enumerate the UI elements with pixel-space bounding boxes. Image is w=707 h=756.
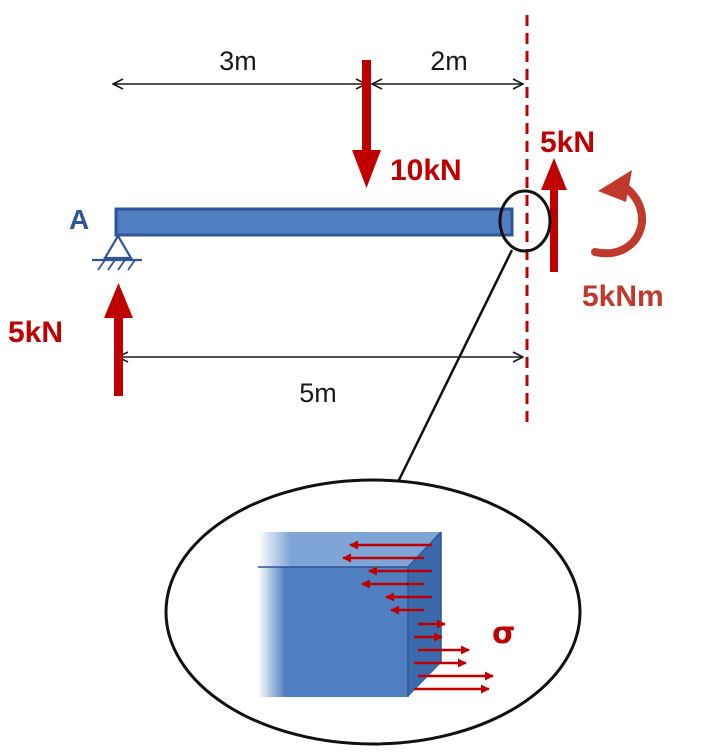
shear-force-label: 5kN xyxy=(540,126,595,159)
dim-label-5m: 5m xyxy=(299,378,337,408)
reaction-label-A: 5kN xyxy=(8,316,63,349)
tensile-stress-arrows xyxy=(414,619,494,694)
stress-symbol-label: σ xyxy=(492,616,515,651)
support-label-A: A xyxy=(69,204,89,235)
moment-label: 5kNm xyxy=(582,280,664,313)
dim-label-3m: 3m xyxy=(219,46,257,76)
point-load-arrow xyxy=(352,60,381,188)
shear-force-arrow xyxy=(541,158,567,272)
zoom-leader-line xyxy=(396,249,514,483)
beam xyxy=(114,207,514,237)
compressive-stress-arrows xyxy=(342,540,432,615)
dim-label-2m: 2m xyxy=(430,46,468,76)
section-highlight-circle xyxy=(498,189,552,253)
point-load-label: 10kN xyxy=(390,154,462,187)
zoom-detail xyxy=(164,478,582,746)
section-block-front xyxy=(258,567,408,697)
moment-arrow xyxy=(591,170,646,258)
reaction-arrow-A xyxy=(104,283,133,396)
pin-support xyxy=(92,233,142,271)
section-block-side xyxy=(408,532,441,697)
